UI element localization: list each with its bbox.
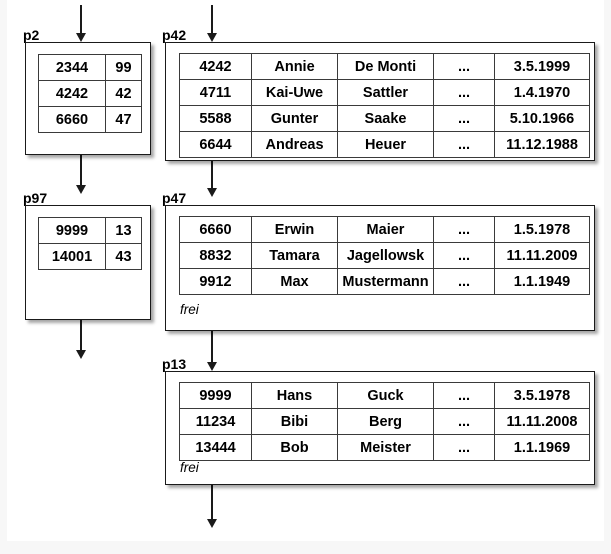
table-row[interactable]: 9912 Max Mustermann ... 1.1.1949: [179, 268, 590, 295]
page-label-p97: p97: [23, 190, 48, 206]
table-row[interactable]: 13444 Bob Meister ... 1.1.1969: [179, 434, 590, 461]
cell-more: ...: [433, 105, 495, 132]
cell-more: ...: [433, 216, 495, 243]
cell-more: ...: [433, 268, 495, 295]
free-space-label-p13: frei: [180, 460, 199, 475]
cell-id: 8832: [179, 242, 252, 269]
page-box-p47[interactable]: 6660 Erwin Maier ... 1.5.1978 8832 Tamar…: [165, 205, 595, 331]
cell-lastname: Sattler: [337, 79, 434, 106]
cell-key: 6660: [38, 106, 106, 133]
table-row[interactable]: 4242 42: [38, 80, 142, 107]
page-box-p97[interactable]: 9999 13 14001 43: [25, 205, 151, 320]
cell-date: 1.4.1970: [494, 79, 590, 106]
cell-firstname: Max: [251, 268, 338, 295]
data-table-p13: 9999 Hans Guck ... 3.5.1978 11234 Bibi B…: [179, 382, 590, 461]
table-row[interactable]: 9999 Hans Guck ... 3.5.1978: [179, 382, 590, 409]
index-table-p97: 9999 13 14001 43: [38, 217, 142, 270]
cell-date: 11.11.2008: [494, 408, 590, 435]
cell-key: 9999: [38, 217, 106, 244]
cell-date: 5.10.1966: [494, 105, 590, 132]
data-table-p47: 6660 Erwin Maier ... 1.5.1978 8832 Tamar…: [179, 216, 590, 295]
table-row[interactable]: 14001 43: [38, 243, 142, 270]
cell-more: ...: [433, 79, 495, 106]
cell-id: 4711: [179, 79, 252, 106]
cell-pointer: 43: [105, 243, 142, 270]
cell-firstname: Hans: [251, 382, 338, 409]
cell-key: 2344: [38, 54, 106, 81]
cell-lastname: Meister: [337, 434, 434, 461]
table-row[interactable]: 9999 13: [38, 217, 142, 244]
cell-id: 13444: [179, 434, 252, 461]
cell-more: ...: [433, 434, 495, 461]
cell-more: ...: [433, 131, 495, 158]
cell-id: 4242: [179, 53, 252, 80]
cell-firstname: Bob: [251, 434, 338, 461]
cell-id: 9912: [179, 268, 252, 295]
page-label-p42: p42: [162, 27, 187, 43]
cell-id: 5588: [179, 105, 252, 132]
table-row[interactable]: 6644 Andreas Heuer ... 11.12.1988: [179, 131, 590, 158]
page-label-p13: p13: [162, 356, 187, 372]
cell-date: 1.1.1949: [494, 268, 590, 295]
table-row[interactable]: 4711 Kai-Uwe Sattler ... 1.4.1970: [179, 79, 590, 106]
table-row[interactable]: 6660 47: [38, 106, 142, 133]
page-box-p2[interactable]: 2344 99 4242 42 6660 47: [25, 42, 151, 155]
cell-date: 11.12.1988: [494, 131, 590, 158]
cell-lastname: Saake: [337, 105, 434, 132]
cell-lastname: Jagellowsk: [337, 242, 434, 269]
cell-firstname: Annie: [251, 53, 338, 80]
cell-id: 9999: [179, 382, 252, 409]
cell-more: ...: [433, 53, 495, 80]
cell-date: 3.5.1999: [494, 53, 590, 80]
table-row[interactable]: 5588 Gunter Saake ... 5.10.1966: [179, 105, 590, 132]
page-box-p42[interactable]: 4242 Annie De Monti ... 3.5.1999 4711 Ka…: [165, 42, 595, 161]
cell-key: 14001: [38, 243, 106, 270]
cell-firstname: Bibi: [251, 408, 338, 435]
cell-id: 6660: [179, 216, 252, 243]
cell-key: 4242: [38, 80, 106, 107]
cell-id: 6644: [179, 131, 252, 158]
cell-lastname: De Monti: [337, 53, 434, 80]
index-table-p2: 2344 99 4242 42 6660 47: [38, 54, 142, 133]
cell-date: 1.5.1978: [494, 216, 590, 243]
cell-pointer: 99: [105, 54, 142, 81]
free-space-label-p47: frei: [180, 302, 199, 317]
cell-more: ...: [433, 382, 495, 409]
page-label-p2: p2: [23, 27, 40, 43]
cell-lastname: Guck: [337, 382, 434, 409]
cell-firstname: Andreas: [251, 131, 338, 158]
cell-firstname: Kai-Uwe: [251, 79, 338, 106]
page-box-p13[interactable]: 9999 Hans Guck ... 3.5.1978 11234 Bibi B…: [165, 371, 595, 485]
table-row[interactable]: 4242 Annie De Monti ... 3.5.1999: [179, 53, 590, 80]
table-row[interactable]: 11234 Bibi Berg ... 11.11.2008: [179, 408, 590, 435]
cell-id: 11234: [179, 408, 252, 435]
cell-firstname: Tamara: [251, 242, 338, 269]
diagram-canvas: p2 2344 99 4242 42 6660 47 p42 4242 Anni…: [7, 0, 604, 541]
table-row[interactable]: 8832 Tamara Jagellowsk ... 11.11.2009: [179, 242, 590, 269]
cell-lastname: Mustermann: [337, 268, 434, 295]
cell-lastname: Maier: [337, 216, 434, 243]
cell-lastname: Heuer: [337, 131, 434, 158]
table-row[interactable]: 6660 Erwin Maier ... 1.5.1978: [179, 216, 590, 243]
cell-lastname: Berg: [337, 408, 434, 435]
cell-date: 1.1.1969: [494, 434, 590, 461]
cell-more: ...: [433, 242, 495, 269]
cell-pointer: 47: [105, 106, 142, 133]
cell-firstname: Erwin: [251, 216, 338, 243]
data-table-p42: 4242 Annie De Monti ... 3.5.1999 4711 Ka…: [179, 53, 590, 158]
page-label-p47: p47: [162, 190, 187, 206]
cell-date: 3.5.1978: [494, 382, 590, 409]
cell-date: 11.11.2009: [494, 242, 590, 269]
cell-pointer: 13: [105, 217, 142, 244]
cell-more: ...: [433, 408, 495, 435]
cell-firstname: Gunter: [251, 105, 338, 132]
cell-pointer: 42: [105, 80, 142, 107]
table-row[interactable]: 2344 99: [38, 54, 142, 81]
